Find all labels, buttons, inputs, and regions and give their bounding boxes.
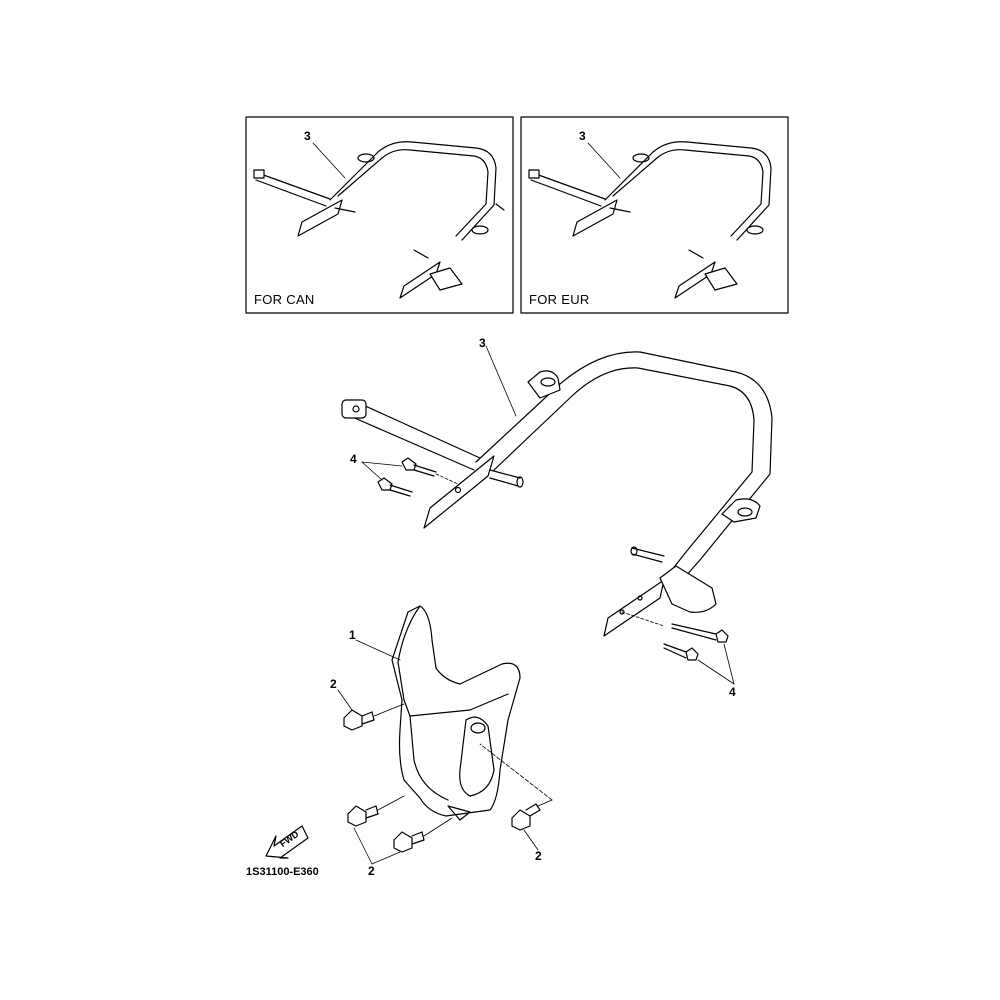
- callout-frame: 3: [479, 336, 486, 350]
- inset-callout-number-can: 3: [304, 129, 311, 143]
- callout-bolt-left: 2: [330, 677, 337, 691]
- callout-bolts-lower: 4: [729, 685, 736, 699]
- inset-label-eur: FOR EUR: [529, 292, 590, 307]
- bolt-4-lower-b: [663, 643, 699, 661]
- bolts-4-lower-leaders: [621, 611, 735, 685]
- inset-callout-eur: [587, 142, 621, 179]
- frame-callout-line: [485, 345, 517, 417]
- front-cover: [391, 605, 521, 821]
- inset-label-can: FOR CAN: [254, 292, 315, 307]
- callout-cover: 1: [349, 628, 356, 642]
- bolt-4-upper-b: [377, 477, 413, 497]
- callout-bolts-bottom-left: 2: [368, 864, 375, 878]
- reference-code: 1S31100-E360: [246, 866, 319, 878]
- cover-callout-line: [355, 639, 401, 661]
- callout-bolts-upper: 4: [350, 452, 357, 466]
- bolt-2-right: [479, 743, 553, 851]
- bolt-2-bottom-a: [347, 795, 405, 827]
- fwd-arrow-icon: [265, 825, 309, 859]
- bolt-2-left: [337, 689, 405, 731]
- carrier-frame: [341, 351, 773, 637]
- bolts-2-bottom-leaders: [353, 827, 401, 865]
- inset-callout-number-eur: 3: [579, 129, 586, 143]
- inset-box-can: [245, 116, 514, 314]
- inset-box-eur: [520, 116, 789, 314]
- bolts-4-upper-leaders: [361, 461, 459, 485]
- bolt-2-bottom-b: [393, 817, 453, 853]
- callout-bolt-bottom-right: 2: [535, 849, 542, 863]
- bolt-4-upper-a: [401, 457, 437, 477]
- inset-callout-can: [312, 142, 346, 179]
- bolt-4-lower-a: [671, 623, 729, 643]
